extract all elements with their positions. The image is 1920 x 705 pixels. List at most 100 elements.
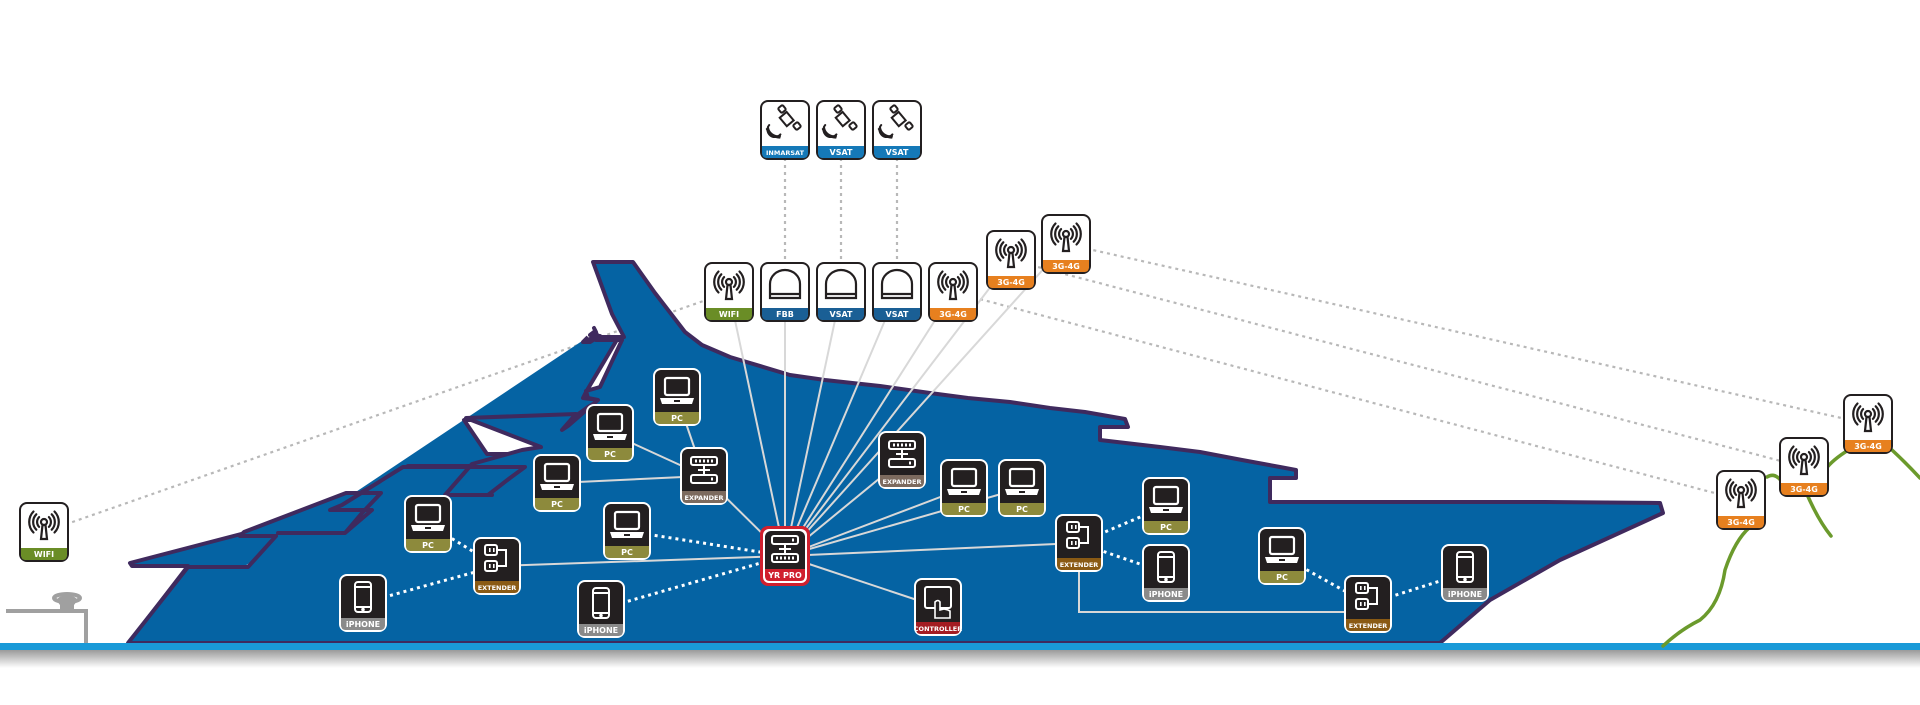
node-pc-9[interactable]: PC <box>1258 527 1306 585</box>
antenna-icon <box>28 510 60 541</box>
node-extender-2[interactable]: EXTENDER <box>1055 514 1103 572</box>
label-band <box>1346 619 1390 631</box>
node-fbb-dome[interactable]: FBB <box>760 262 810 322</box>
node-label: VSAT <box>830 310 854 319</box>
tile-body <box>706 264 752 320</box>
dock <box>6 592 88 643</box>
link-pc_3-to-expander_1 <box>556 475 705 484</box>
node-label: EXTENDER <box>478 584 517 592</box>
node-vsat-sat-2[interactable]: VSAT <box>872 100 922 160</box>
smartphone-icon <box>1157 551 1175 583</box>
antenna-icon <box>1050 222 1082 253</box>
link-cell_antenna_3-to-yr_pro <box>784 243 1067 557</box>
node-iphone-4[interactable]: iPHONE <box>1441 544 1489 602</box>
tile-body <box>1845 396 1891 452</box>
radome-icon <box>824 268 858 300</box>
node-label: CONTROLLER <box>914 625 962 633</box>
link-cell_antenna_1-to-tower_1 <box>952 290 1742 502</box>
node-pc-4[interactable]: PC <box>603 502 651 560</box>
node-pc-1[interactable]: PC <box>653 368 701 426</box>
label-band <box>1845 440 1891 452</box>
node-iphone-1[interactable]: iPHONE <box>339 574 387 632</box>
node-iphone-3[interactable]: iPHONE <box>1142 544 1190 602</box>
node-label: iPHONE <box>1149 590 1183 599</box>
tile-body <box>1718 472 1764 528</box>
node-cell-antenna-1[interactable]: 3G-4G <box>928 262 978 322</box>
node-expander-1[interactable]: EXPANDER <box>680 447 728 505</box>
label-band <box>1260 571 1304 583</box>
laptop-icon <box>1005 467 1039 495</box>
link-pc_4-to-yr_pro <box>626 529 786 558</box>
node-label: PC <box>1016 505 1028 514</box>
node-label: FBB <box>776 310 794 319</box>
node-label: PC <box>422 541 434 550</box>
link-extender_1-to-yr_pro <box>496 555 786 567</box>
label-band <box>1144 588 1188 600</box>
tile-body <box>874 102 920 158</box>
smartphone-icon <box>354 581 372 613</box>
node-label: 3G-4G <box>1854 442 1882 451</box>
node-cell-antenna-3[interactable]: 3G-4G <box>1041 214 1091 274</box>
node-pc-5[interactable]: PC <box>404 495 452 553</box>
antenna-icon <box>1852 402 1884 433</box>
router-icon <box>771 535 799 563</box>
satellite-icon <box>877 104 914 139</box>
label-band <box>1043 260 1089 272</box>
link-wifi_antenna-to-yr_pro <box>728 291 786 557</box>
node-label: EXTENDER <box>1060 561 1099 569</box>
label-band <box>406 539 450 551</box>
node-pc-3[interactable]: PC <box>533 454 581 512</box>
node-extender-1[interactable]: EXTENDER <box>473 537 521 595</box>
node-label: 3G-4G <box>1727 518 1755 527</box>
node-tower-1[interactable]: 3G-4G <box>1716 470 1766 530</box>
link-vsat_dome_2-to-yr_pro <box>784 291 898 557</box>
node-pc-8[interactable]: PC <box>1142 477 1190 535</box>
node-expander-2[interactable]: EXPANDER <box>878 431 926 489</box>
node-label: PC <box>1160 523 1172 532</box>
node-tower-3[interactable]: 3G-4G <box>1843 394 1893 454</box>
powerline-icon <box>1066 521 1089 549</box>
tile-body <box>1043 216 1089 272</box>
node-vsat-dome-2[interactable]: VSAT <box>872 262 922 322</box>
label-band <box>535 498 579 510</box>
node-vsat-sat-1[interactable]: VSAT <box>816 100 866 160</box>
node-controller[interactable]: CONTROLLER <box>914 578 962 636</box>
label-band <box>988 276 1034 288</box>
label-band <box>818 308 864 320</box>
label-band <box>1781 483 1827 495</box>
label-band <box>1718 516 1764 528</box>
link-extender_2-to-yr_pro <box>784 542 1080 557</box>
node-extender-3[interactable]: EXTENDER <box>1344 575 1392 633</box>
label-band <box>588 448 632 460</box>
link-controller-to-yr_pro <box>784 555 939 608</box>
node-label: YR PRO <box>767 571 802 580</box>
antenna-icon <box>995 238 1027 269</box>
tile-body <box>1144 546 1188 600</box>
label-band <box>930 308 976 320</box>
node-pc-2[interactable]: PC <box>586 404 634 462</box>
tile-body <box>818 102 864 158</box>
node-wifi-antenna[interactable]: WIFI <box>704 262 754 322</box>
node-pc-7[interactable]: PC <box>998 459 1046 517</box>
node-label: VSAT <box>830 148 854 157</box>
link-wifi_antenna-to-shore_wifi <box>43 290 730 534</box>
label-band <box>762 308 808 320</box>
tile-body <box>762 264 808 320</box>
laptop-icon <box>1265 535 1299 563</box>
node-inmarsat-sat[interactable]: INMARSAT <box>760 100 810 160</box>
water-shadow <box>0 650 1920 668</box>
antenna-icon <box>1725 478 1757 509</box>
node-iphone-2[interactable]: iPHONE <box>577 580 625 638</box>
link-vsat_dome_1-to-yr_pro <box>784 291 842 557</box>
node-shore-wifi[interactable]: WIFI <box>19 502 69 562</box>
node-cell-antenna-2[interactable]: 3G-4G <box>986 230 1036 290</box>
node-pc-6[interactable]: PC <box>940 459 988 517</box>
node-yr-pro[interactable]: YR PRO <box>760 526 810 586</box>
tile-body <box>930 264 976 320</box>
laptop-icon <box>610 510 644 538</box>
node-vsat-dome-1[interactable]: VSAT <box>816 262 866 322</box>
radome-icon <box>880 268 914 300</box>
node-tower-2[interactable]: 3G-4G <box>1779 437 1829 497</box>
laptop-icon <box>947 467 981 495</box>
